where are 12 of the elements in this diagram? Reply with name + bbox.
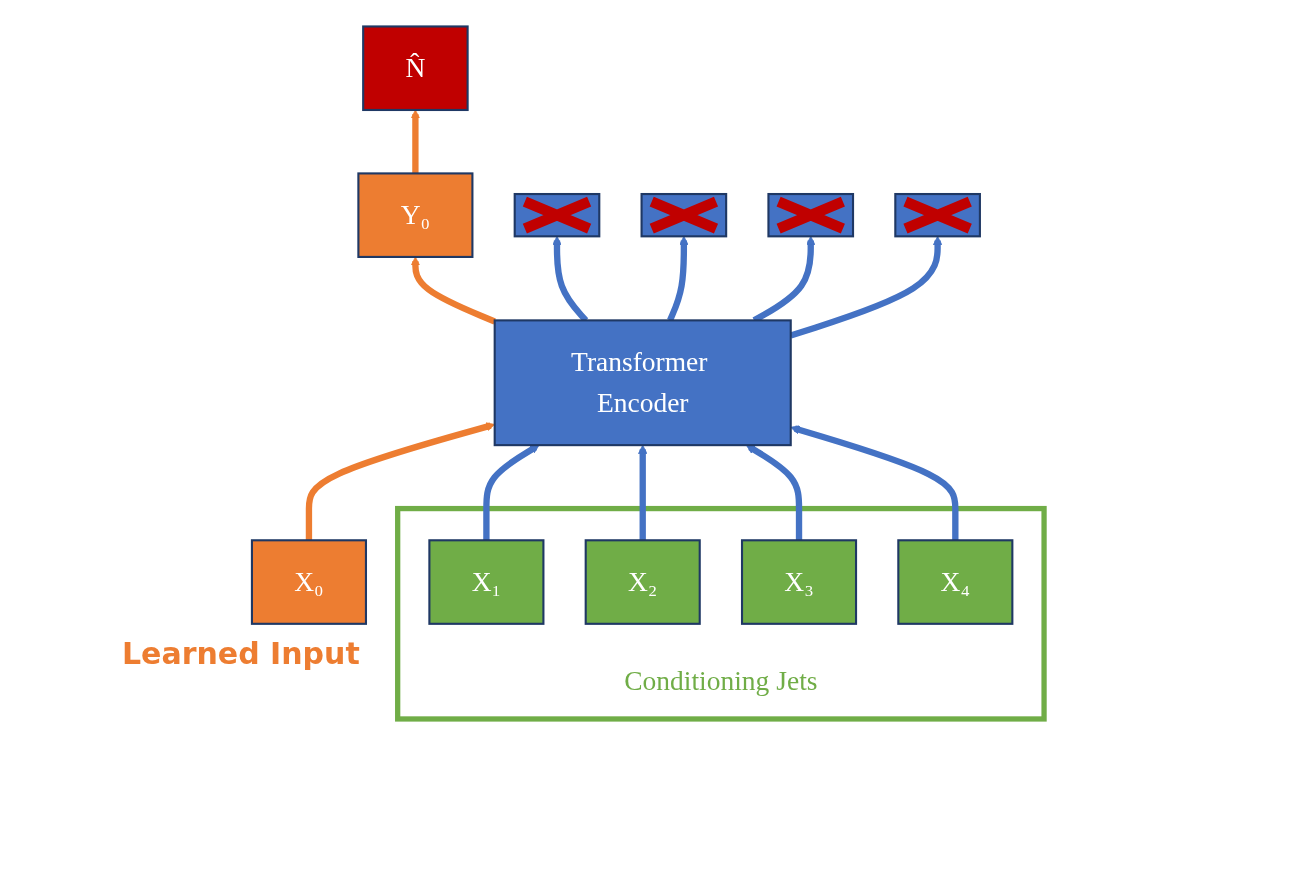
arrow xyxy=(410,256,496,325)
node-box: X₂ xyxy=(584,539,701,625)
node-box: N̂ xyxy=(362,25,469,112)
node-box: X₁ xyxy=(428,539,545,625)
arrow xyxy=(790,425,959,541)
node-box: Transformer Encoder xyxy=(493,319,792,447)
node-box: X₄ xyxy=(897,539,1014,625)
node-box: X₃ xyxy=(740,539,858,625)
arrow xyxy=(410,109,421,174)
node-box: Y₀ xyxy=(357,172,474,258)
node-caption: Learned Input xyxy=(121,635,360,671)
node-box: X₀ xyxy=(250,539,367,625)
